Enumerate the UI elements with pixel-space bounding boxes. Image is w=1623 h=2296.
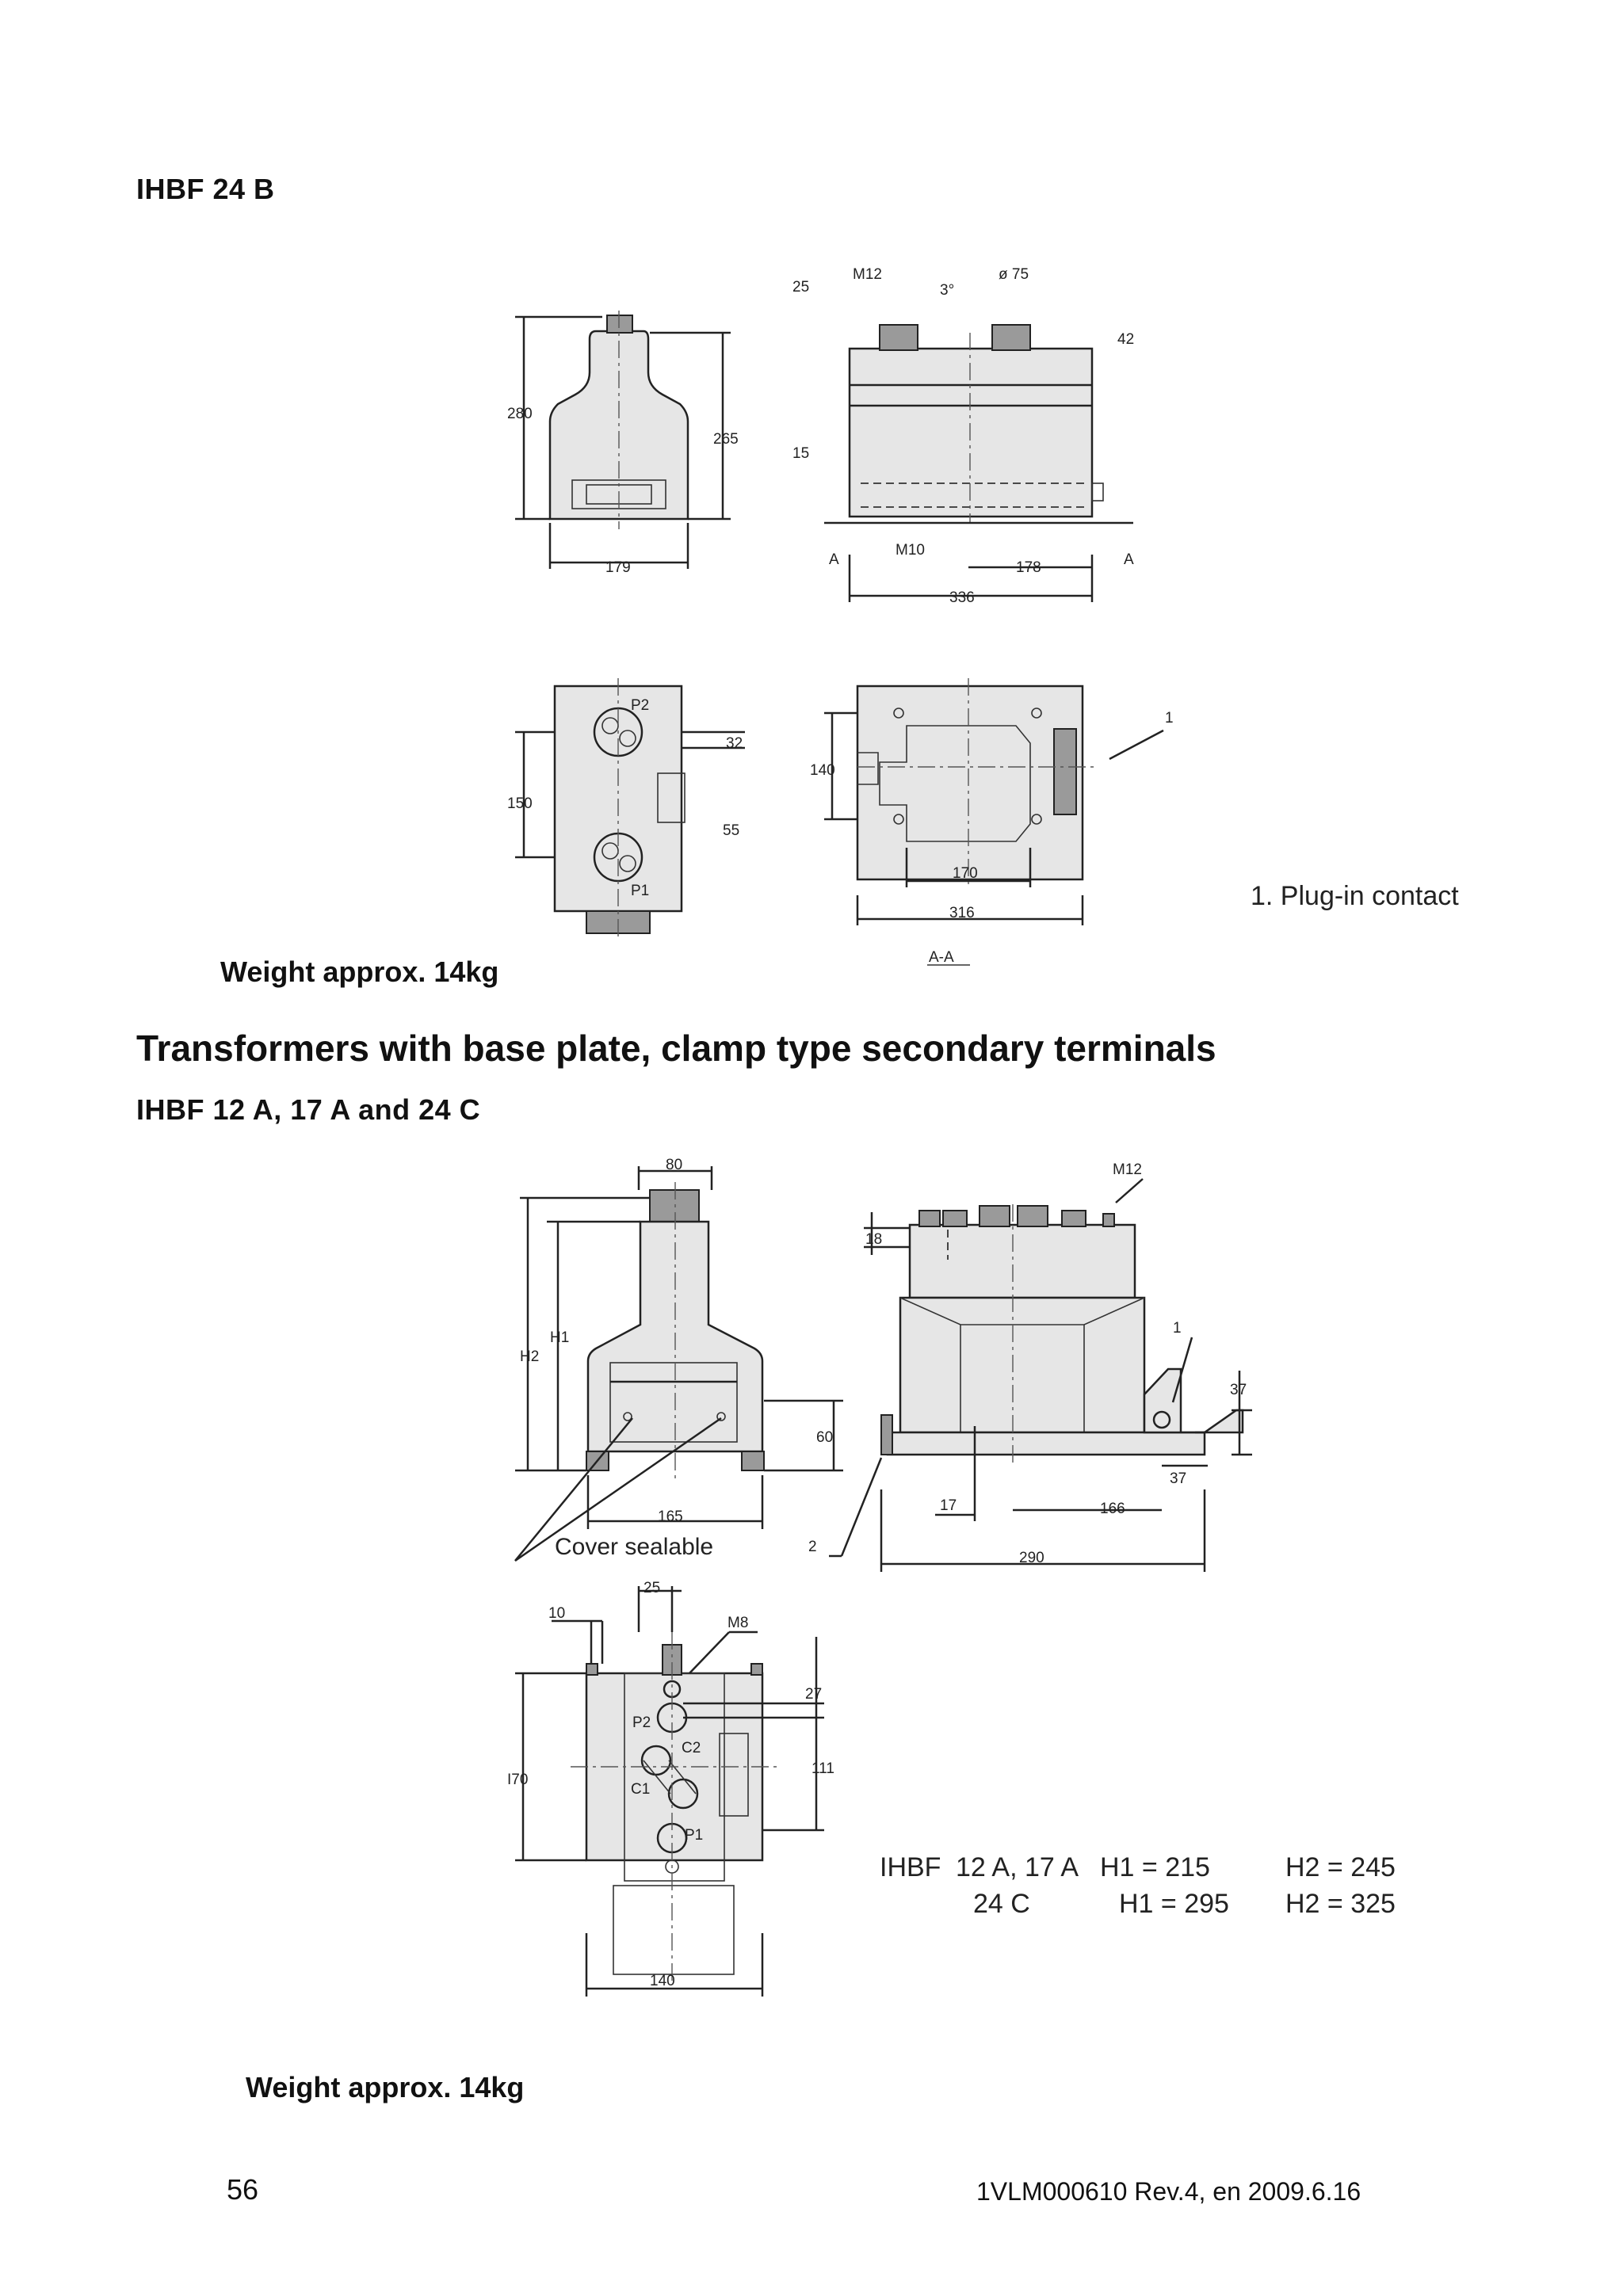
dim-m12: M12	[1113, 1161, 1142, 1178]
table-row2-h2: H2 = 325	[1285, 1889, 1396, 1919]
dim-140: 140	[810, 762, 835, 779]
dim-18: 18	[865, 1231, 882, 1248]
section-heading: Transformers with base plate, clamp type…	[136, 1028, 1216, 1069]
dim-15: 15	[792, 445, 809, 462]
page-number: 56	[227, 2173, 259, 2206]
dim-3deg: 3°	[940, 282, 954, 299]
dim-m8: M8	[727, 1615, 748, 1631]
table-row2-model: 24 C	[973, 1889, 1030, 1919]
dim-27: 27	[805, 1686, 822, 1703]
ihbf12a-front-view: 80 H1 H2 60 165 Cover sealable	[514, 1157, 843, 1562]
table-row2-h1: H1 = 295	[1119, 1889, 1229, 1919]
ihbf12a-side-view: M12 18 1 37 37 17 166 2 290	[808, 1161, 1252, 1572]
label-p1-bottom: P1	[631, 883, 649, 899]
callout-2: 2	[808, 1539, 817, 1555]
table-row1-model: 12 A, 17 A	[956, 1852, 1079, 1882]
label-c2: C2	[682, 1740, 701, 1756]
dim-280: 280	[507, 406, 533, 422]
table-label: IHBF	[880, 1852, 941, 1882]
dim-25-bottom: 25	[643, 1580, 660, 1596]
dim-111: 111	[812, 1760, 834, 1777]
dim-h2: H2	[520, 1348, 539, 1365]
ihbf12a-bottom-view: 25 10 M8 27 P2 C2 C1 P1 I70 111 140	[507, 1580, 834, 1997]
ihbf24b-front-view: 280 265 179	[507, 311, 739, 576]
dim-37-vertical: 37	[1230, 1382, 1247, 1398]
dim-32: 32	[726, 735, 743, 752]
plug-in-contact-note: 1. Plug-in contact	[1251, 881, 1459, 911]
section-mark-a-right: A	[1124, 551, 1134, 568]
label-p1: P1	[685, 1827, 703, 1844]
section-label-aa: A-A	[929, 949, 954, 966]
dim-10: 10	[548, 1605, 565, 1622]
dim-m10: M10	[896, 542, 925, 559]
dim-265: 265	[713, 431, 739, 448]
label-p2: P2	[632, 1714, 651, 1731]
dim-165: 165	[658, 1508, 683, 1525]
model-heading-ihbf-24b: IHBF 24 B	[136, 173, 275, 205]
dim-80: 80	[666, 1157, 682, 1173]
callout-1-side: 1	[1173, 1320, 1182, 1337]
document-reference: 1VLM000610 Rev.4, en 2009.6.16	[976, 2177, 1361, 2206]
dim-55: 55	[723, 822, 739, 839]
dim-25: 25	[792, 279, 809, 296]
dim-170: I70	[507, 1772, 528, 1788]
section-mark-a-left: A	[829, 551, 839, 568]
weight-label-1: Weight approx. 14kg	[220, 955, 499, 988]
ihbf24b-bottom-view: P2 P1 32 150 55	[507, 678, 745, 941]
callout-1: 1	[1165, 710, 1174, 727]
ihbf24b-section-aa: 140 170 316 1 A-A	[810, 678, 1174, 966]
dim-166: 166	[1100, 1501, 1125, 1517]
label-c1: C1	[631, 1781, 650, 1798]
ihbf24b-side-view: 25 M12 3° ø 75 42 15 M10 178 336 A A	[792, 266, 1134, 606]
dim-316: 316	[949, 905, 975, 921]
dim-140-bottom: 140	[650, 1973, 675, 1989]
weight-label-2: Weight approx. 14kg	[246, 2071, 525, 2103]
dim-179: 179	[605, 559, 631, 576]
table-row1-h2: H2 = 245	[1285, 1852, 1396, 1882]
table-row1-h1: H1 = 215	[1100, 1852, 1210, 1882]
height-table: IHBF 12 A, 17 A H1 = 215 H2 = 245 24 C H…	[880, 1852, 1434, 1932]
dim-17: 17	[940, 1497, 957, 1514]
dim-60: 60	[816, 1429, 833, 1446]
label-p2-top: P2	[631, 697, 649, 714]
dim-42: 42	[1117, 331, 1134, 348]
cover-sealable-label: Cover sealable	[555, 1534, 713, 1560]
dim-37-horizontal: 37	[1170, 1470, 1186, 1487]
dim-m12-top: M12	[853, 266, 882, 283]
model-heading-ihbf-12a: IHBF 12 A, 17 A and 24 C	[136, 1093, 481, 1126]
dim-170: 170	[953, 865, 978, 882]
dim-d75: ø 75	[999, 266, 1029, 283]
dim-h1: H1	[550, 1329, 569, 1346]
dim-150: 150	[507, 795, 533, 812]
dim-336: 336	[949, 589, 975, 606]
dim-290: 290	[1019, 1550, 1044, 1566]
